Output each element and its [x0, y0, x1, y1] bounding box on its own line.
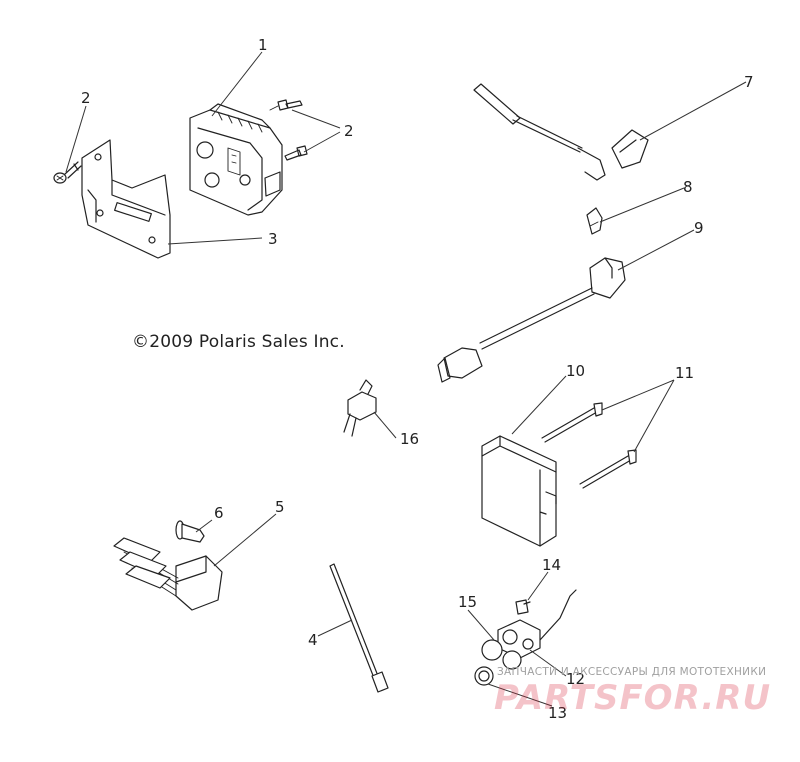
callout-4: 4: [308, 631, 318, 649]
pin-part-11-upper: [541, 402, 603, 443]
leader-lines: [65, 51, 747, 707]
watermark-tagline: ЗАПЧАСТИ И АКСЕССУАРЫ ДЛЯ МОТОТЕХНИКИ: [497, 666, 767, 678]
callout-13: 13: [548, 704, 567, 722]
callout-16: 16: [400, 430, 419, 448]
callout-6: 6: [214, 504, 224, 522]
mounting-bracket-part-3: [81, 139, 171, 259]
watermark-brand: PARTSFOR.RU: [494, 678, 772, 718]
callout-7: 7: [744, 73, 754, 91]
plug-part-13: [474, 666, 494, 686]
cable-tie-part-4: [329, 563, 389, 693]
callout-12: 12: [566, 670, 585, 688]
switch-part-16: [343, 379, 377, 437]
callout-1: 1: [258, 36, 268, 54]
callout-3: 3: [268, 230, 278, 248]
callout-14: 14: [542, 556, 561, 574]
screw-part-2-bottom: [284, 145, 308, 161]
callout-10: 10: [566, 362, 585, 380]
sensor-lead-part-9: [437, 257, 626, 383]
callout-5: 5: [275, 498, 285, 516]
copyright-notice: ©2009 Polaris Sales Inc.: [132, 332, 345, 352]
callout-11: 11: [675, 364, 694, 382]
sensor-rod-part-7: [473, 83, 649, 181]
callout-2-left: 2: [81, 89, 91, 107]
callout-8: 8: [683, 178, 693, 196]
relay-block-part-10: [481, 435, 557, 547]
callout-15: 15: [458, 593, 477, 611]
callout-9: 9: [694, 219, 704, 237]
screw-part-2-left: [53, 161, 82, 184]
screw-part-2-top: [269, 99, 303, 111]
rivet-part-6: [175, 520, 205, 543]
control-module-part-1: [189, 103, 283, 216]
pin-part-11-lower: [579, 449, 637, 489]
fitting-part-8: [586, 207, 603, 235]
sensor-assembly-part-12: [497, 589, 577, 659]
screw-part-14: [515, 599, 531, 615]
callout-2-right: 2: [344, 122, 354, 140]
connector-harness-part-5: [113, 537, 223, 611]
gasket-part-15: [481, 639, 522, 670]
